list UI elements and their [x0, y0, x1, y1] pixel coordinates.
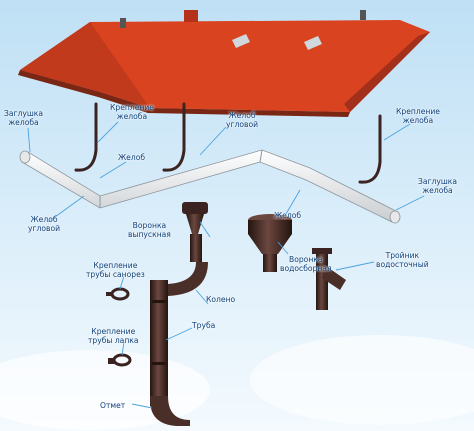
label-line: выпускная: [128, 229, 171, 239]
label-line: желоба: [8, 117, 39, 127]
label-corner-gutter-left: Желоб угловой: [28, 215, 61, 233]
label-gutter-center: Желоб: [118, 153, 146, 163]
label-line: водосточный: [376, 259, 429, 269]
roof-vent: [120, 18, 126, 28]
label-line: Воронка: [289, 255, 323, 264]
gutter-bracket: [74, 102, 98, 172]
label-line: желоба: [422, 185, 453, 195]
label-pipe-clamp-lapka: Крепление трубы лапка: [88, 327, 139, 345]
elbow: [160, 262, 208, 296]
label-line: угловой: [28, 223, 61, 233]
gutter-brackets: [74, 102, 382, 184]
label-elbow: Колено: [206, 295, 236, 305]
label-corner-gutter-top: Желоб угловой: [226, 111, 259, 129]
gutter-bracket: [162, 102, 186, 172]
label-outlet-funnel: Воронка выпускная: [128, 221, 171, 239]
label-line: Желоб: [228, 111, 256, 120]
downpipe-tee: [312, 248, 346, 310]
roof: [18, 10, 430, 117]
outlet-funnel: [182, 202, 208, 234]
label-line: Крепление: [91, 327, 136, 336]
gutter-end-cap-left: [19, 150, 31, 164]
label-collecting-funnel: Воронка водосборная: [280, 255, 332, 273]
label-line: Крепление: [396, 107, 440, 116]
label-gutter-end-cap-left: Заглушка желоба: [4, 109, 44, 127]
label-line: Желоб: [118, 153, 146, 162]
label-line: Тройник: [385, 251, 420, 260]
label-line: Заглушка: [4, 109, 44, 118]
label-gutter-end-cap-right: Заглушка желоба: [418, 177, 458, 195]
label-line: желоба: [116, 111, 148, 121]
label-line: трубы лапка: [88, 335, 139, 345]
downpipe: [150, 234, 208, 426]
label-line: водосборная: [280, 263, 332, 273]
label-line: Труба: [192, 321, 216, 330]
label-line: Воронка: [132, 221, 167, 230]
collecting-funnel: [248, 214, 292, 272]
roof-window: [232, 34, 250, 48]
label-pipe-clamp-sanorez: Крепление трубы санорез: [86, 261, 145, 279]
label-line: Колено: [206, 295, 236, 304]
roof-vent: [360, 10, 366, 20]
roof-window: [304, 36, 322, 50]
label-line: Отмет: [100, 401, 126, 410]
label-line: Заглушка: [418, 177, 458, 186]
label-gutter-right: Желоб: [274, 211, 302, 221]
label-outlet-elbow: Отмет: [100, 401, 126, 411]
gutter-run: [19, 149, 401, 224]
label-line: Крепление: [110, 103, 154, 112]
label-line: Крепление: [93, 261, 138, 270]
chimney: [184, 10, 198, 22]
label-line: трубы санорез: [86, 269, 145, 279]
gutter-bracket: [358, 114, 382, 184]
label-line: Желоб: [274, 211, 302, 220]
label-line: Желоб: [30, 215, 58, 224]
label-downpipe-tee: Тройник водосточный: [376, 251, 429, 269]
label-line: желоба: [402, 115, 434, 125]
label-gutter-bracket-right: Крепление желоба: [396, 107, 440, 125]
gutter-end-cap-right: [389, 210, 401, 224]
label-line: угловой: [226, 119, 259, 129]
cloud: [250, 335, 474, 425]
leader-lines: [27, 121, 425, 409]
outlet-elbow: [150, 396, 190, 426]
label-gutter-bracket-top: Крепление желоба: [110, 103, 154, 121]
label-pipe: Труба: [192, 321, 216, 331]
